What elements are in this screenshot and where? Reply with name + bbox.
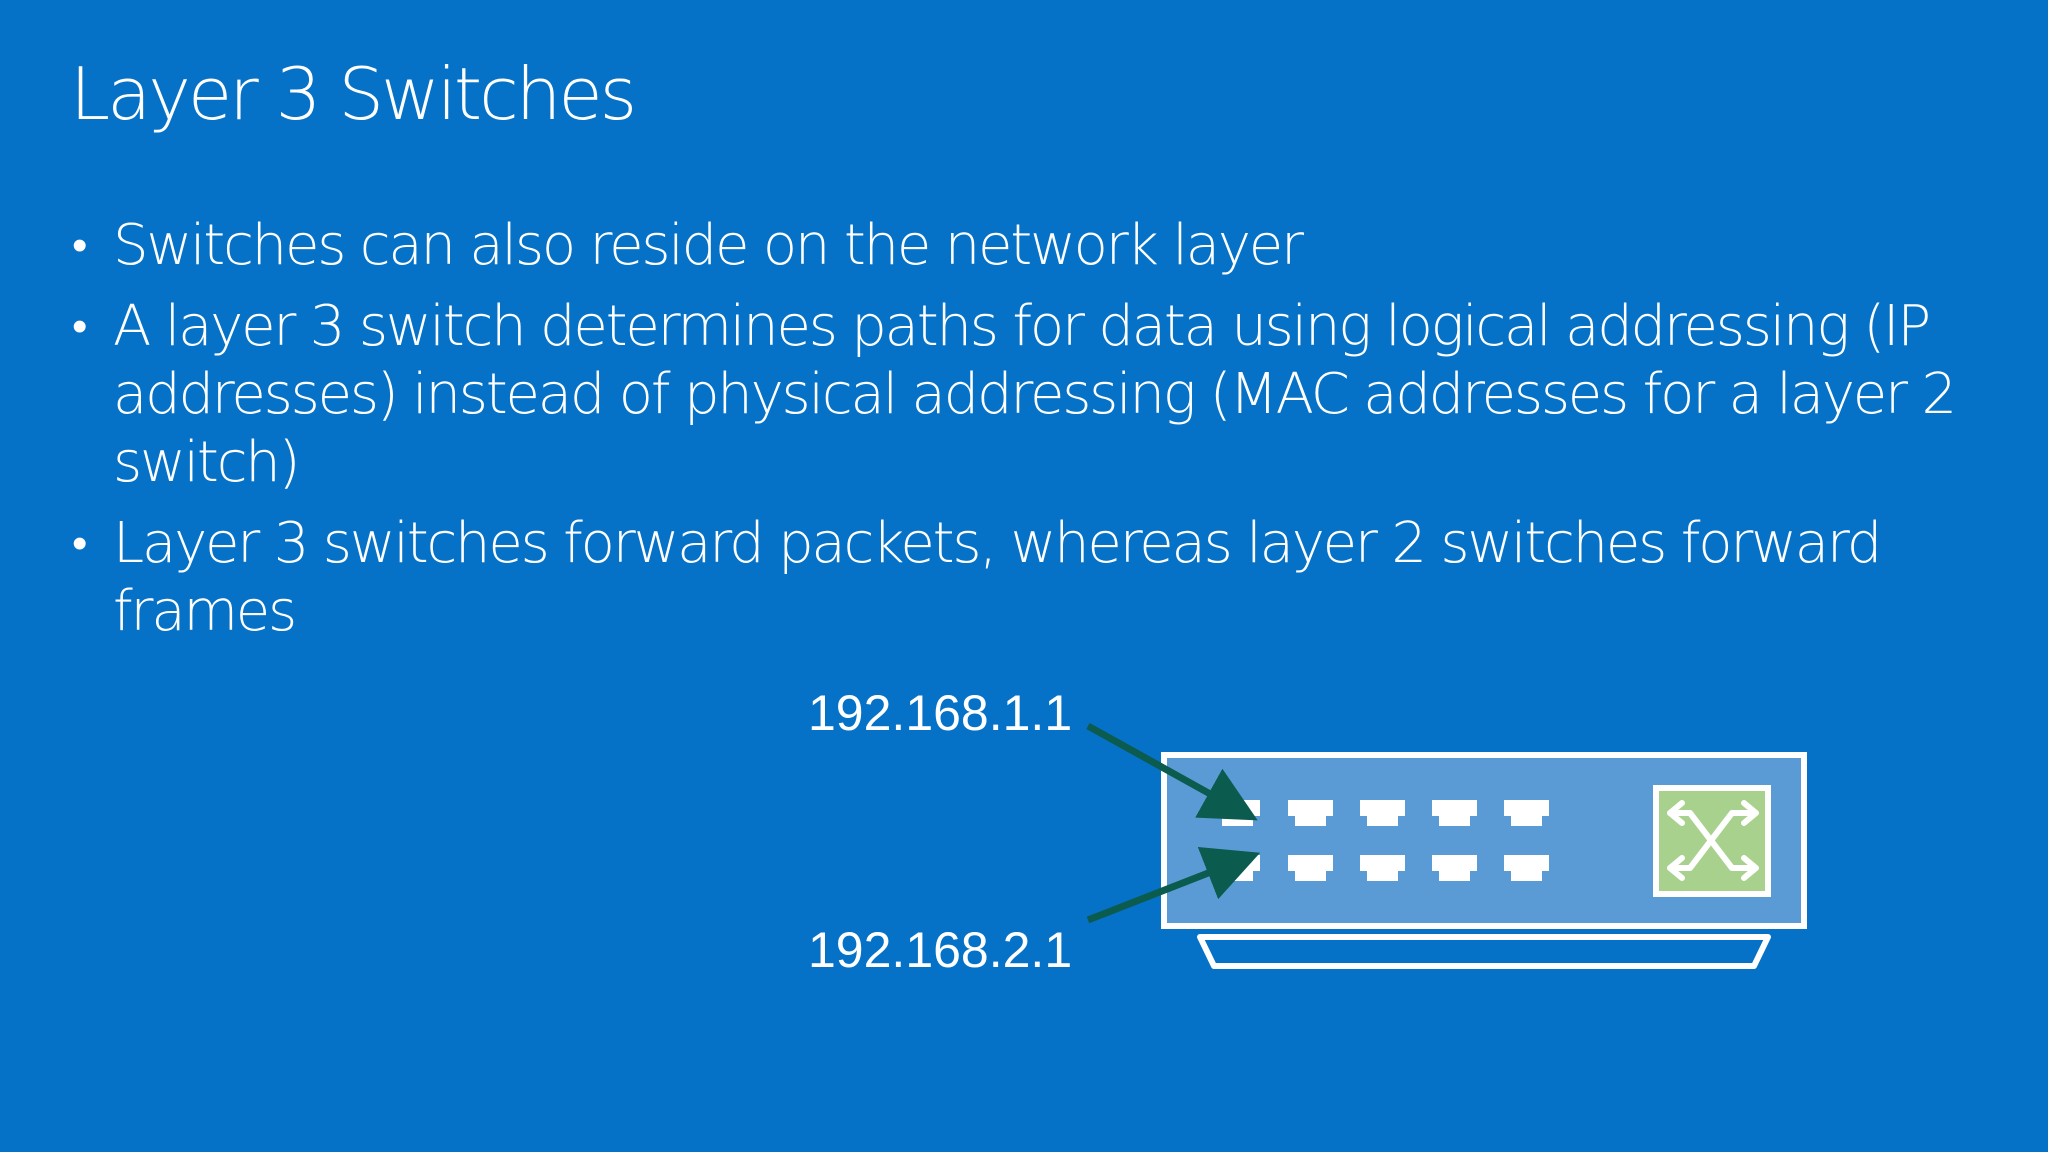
bullet-text: Layer 3 switches forward packets, wherea… bbox=[113, 511, 1882, 644]
arrow-to-bottom-port bbox=[1086, 847, 1261, 924]
arrow-to-top-port bbox=[1086, 722, 1258, 821]
bullet-item: • A layer 3 switch determines paths for … bbox=[70, 293, 1970, 497]
slide-title: Layer 3 Switches bbox=[70, 52, 637, 136]
bullet-text: A layer 3 switch determines paths for da… bbox=[113, 294, 1957, 495]
bullet-item: • Layer 3 switches forward packets, wher… bbox=[70, 510, 1970, 646]
bullet-text: Switches can also reside on the network … bbox=[113, 213, 1304, 278]
ip-address-label-top: 192.168.1.1 bbox=[808, 685, 1073, 741]
bullet-dot: • bbox=[72, 220, 87, 271]
bullet-dot: • bbox=[72, 301, 87, 352]
switch-symbol-icon bbox=[1653, 785, 1771, 897]
bullet-item: • Switches can also reside on the networ… bbox=[70, 212, 1970, 280]
bullet-dot: • bbox=[72, 518, 87, 569]
switch-stand bbox=[1197, 934, 1771, 969]
bullet-list: • Switches can also reside on the networ… bbox=[70, 212, 1970, 659]
ip-address-label-bottom: 192.168.2.1 bbox=[808, 922, 1073, 978]
